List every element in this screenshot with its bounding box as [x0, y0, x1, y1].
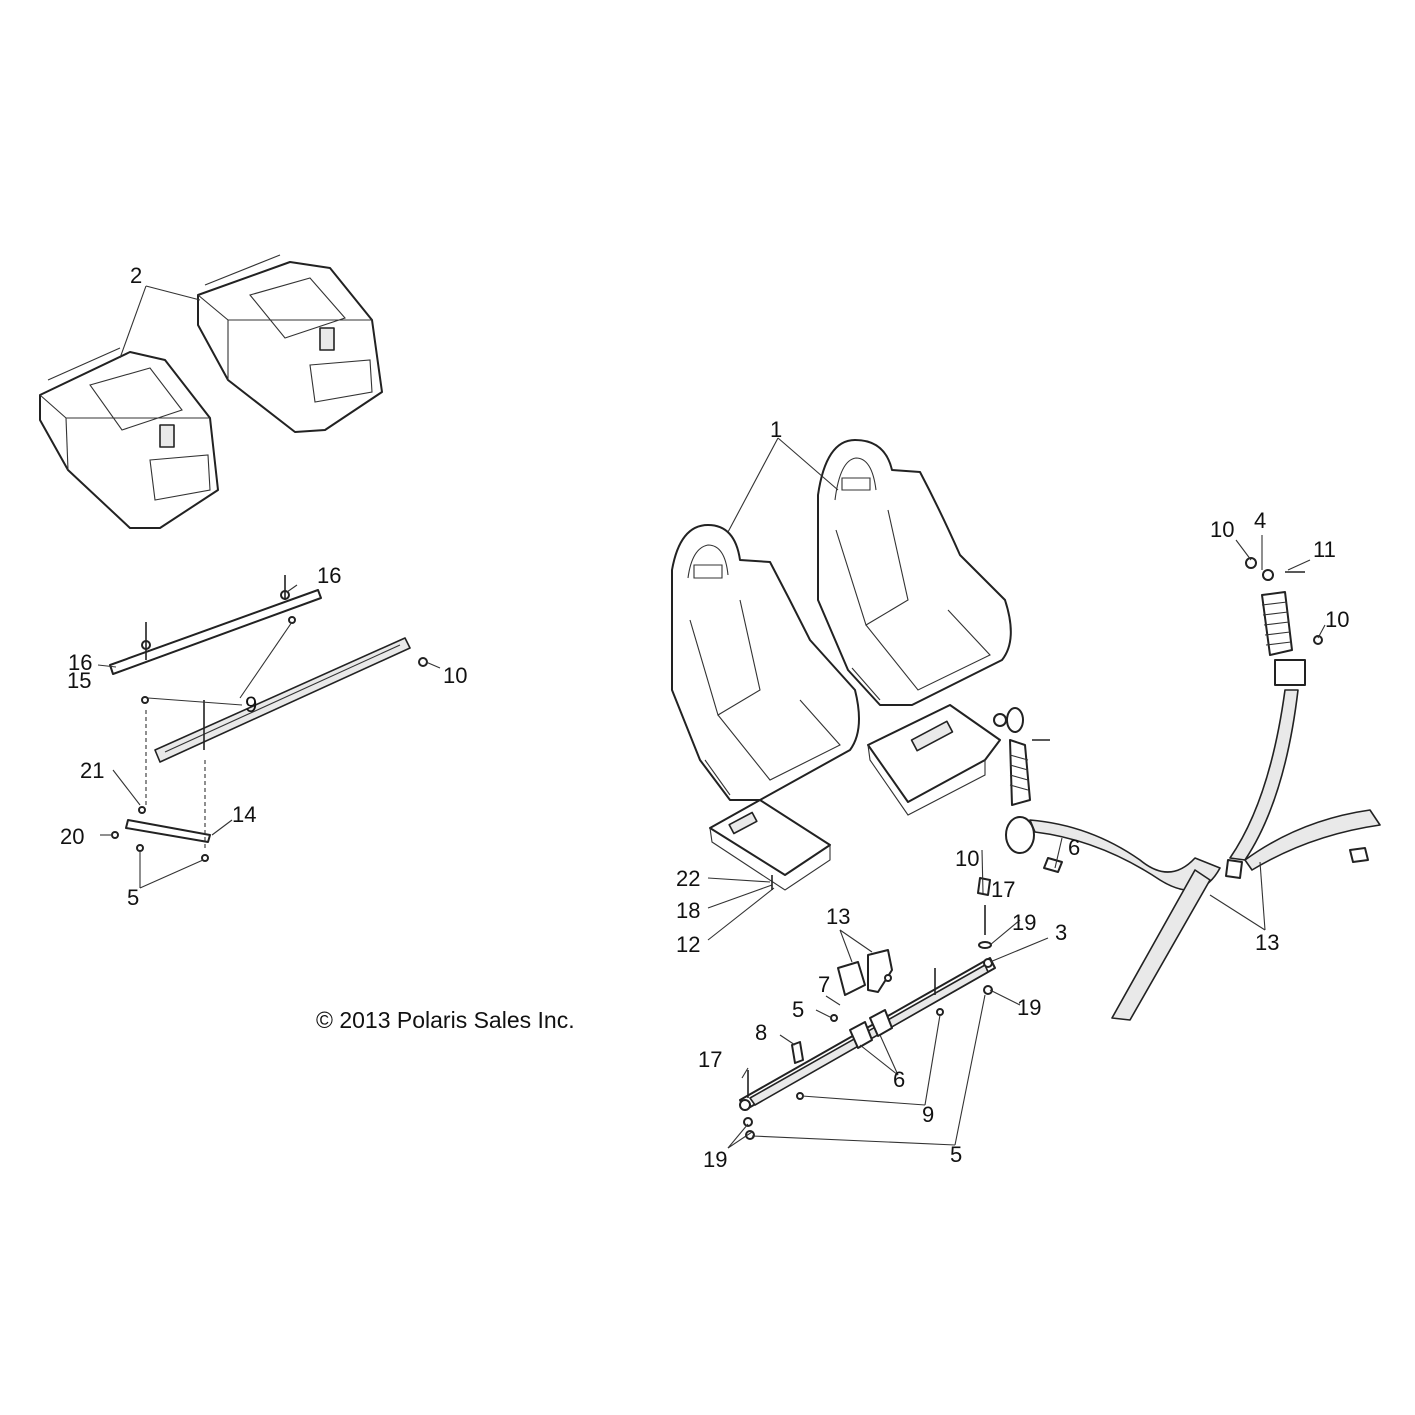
- callout-7: 7: [818, 972, 830, 997]
- callout-19-bottom: 19: [703, 1147, 727, 1172]
- callout-19-right: 19: [1017, 995, 1041, 1020]
- callout-5-rail: 5: [950, 1142, 962, 1167]
- leader-lines-rail: [727, 919, 1049, 1149]
- seat-rail-15: [109, 589, 322, 675]
- callout-9-left: 9: [245, 692, 257, 717]
- storage-box-left: [39, 347, 219, 529]
- hardware-left: [111, 575, 428, 862]
- leader-lines-belt: [1209, 535, 1266, 931]
- seat-slider-track: [154, 637, 411, 763]
- leader-lines-box: [119, 285, 201, 359]
- callout-1: 1: [770, 417, 782, 442]
- seat-front: [671, 524, 860, 801]
- callout-3: 3: [1055, 920, 1067, 945]
- callout-13-buckle: 13: [826, 904, 850, 929]
- control-module-upper: [867, 704, 1001, 816]
- callout-22: 22: [676, 866, 700, 891]
- leader-lines-left: [97, 584, 298, 889]
- callout-15: 15: [67, 668, 91, 693]
- callout-17-rail: 17: [698, 1047, 722, 1072]
- seat-rail-14: [125, 819, 211, 843]
- callout-14: 14: [232, 802, 256, 827]
- callout-18: 18: [676, 898, 700, 923]
- callout-10-rear-top: 10: [1210, 517, 1234, 542]
- callout-5-buckle: 5: [792, 997, 804, 1022]
- leader-lines-seat: [727, 437, 839, 533]
- copyright-notice: © 2013 Polaris Sales Inc.: [316, 1007, 575, 1033]
- callout-17-belt: 17: [991, 877, 1015, 902]
- buckle-13: [830, 949, 893, 1022]
- control-module-lower: [709, 799, 831, 891]
- callout-12: 12: [676, 932, 700, 957]
- callout-11: 11: [1313, 537, 1336, 562]
- callout-10-rear-side: 10: [1325, 607, 1349, 632]
- callout-19-top: 19: [1012, 910, 1036, 935]
- leader-lines-misc: [425, 539, 1326, 894]
- seat-belt-front: [977, 707, 1221, 1021]
- callout-20: 20: [60, 824, 84, 849]
- callout-5-left: 5: [127, 885, 139, 910]
- callout-9-rail: 9: [922, 1102, 934, 1127]
- callout-10-left: 10: [443, 663, 467, 688]
- seat-rear: [817, 439, 1012, 706]
- callout-10-belt: 10: [955, 846, 979, 871]
- callout-21: 21: [80, 758, 104, 783]
- storage-box-right: [197, 254, 383, 433]
- callout-16-left: 16: [68, 650, 92, 675]
- callout-2: 2: [130, 263, 142, 288]
- callout-4: 4: [1254, 508, 1266, 533]
- callout-16-top: 16: [317, 563, 341, 588]
- callout-8: 8: [755, 1020, 767, 1045]
- callout-6-rail: 6: [893, 1067, 905, 1092]
- callout-6-belt: 6: [1068, 835, 1080, 860]
- leader-lines-module: [707, 875, 775, 941]
- callout-13-belt: 13: [1255, 930, 1279, 955]
- seat-belt-rear: [1225, 557, 1381, 879]
- seat-rail-3: [739, 905, 996, 1140]
